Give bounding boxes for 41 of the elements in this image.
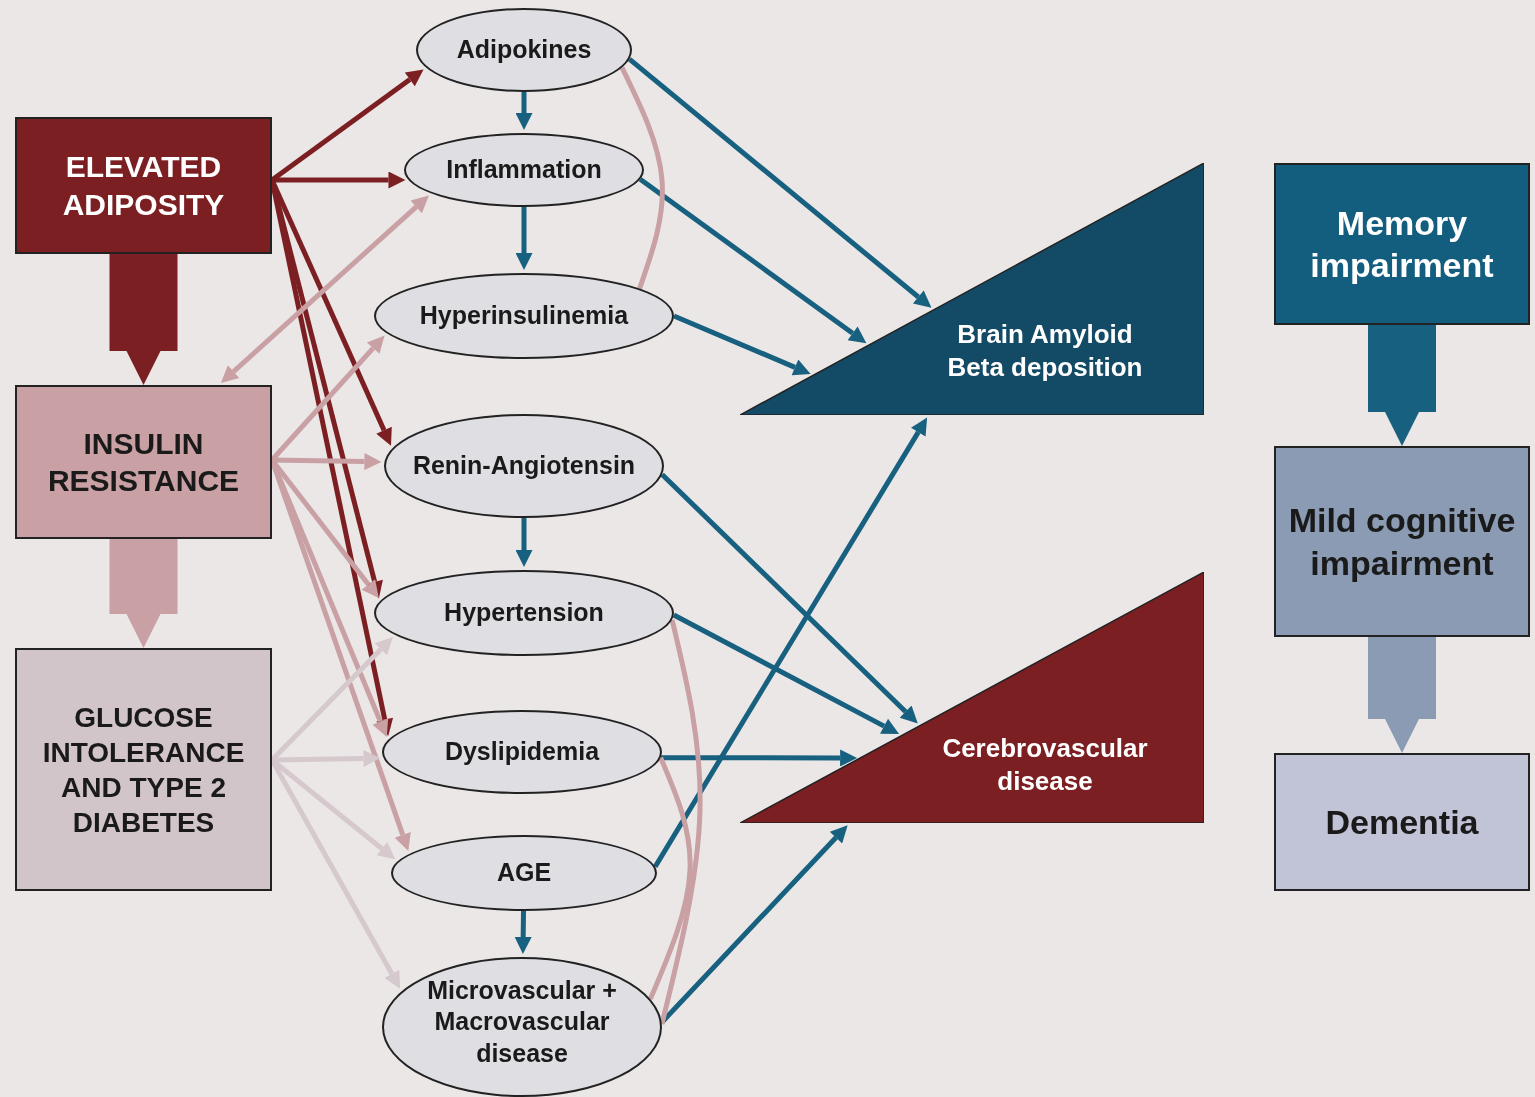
- arrow: [660, 472, 918, 724]
- arrow: [515, 92, 533, 130]
- stage-box: [1274, 163, 1530, 325]
- stage-box: [1274, 753, 1530, 891]
- node-label: Microvascular + Macrovascular disease: [426, 975, 618, 1069]
- arrow: [672, 612, 900, 735]
- node-label: Mild cognitive impairment: [1287, 500, 1517, 584]
- block-arrow: [1368, 325, 1436, 446]
- node-label: Inflammation: [446, 154, 602, 186]
- node-label: Cerebrovascular disease: [941, 732, 1149, 797]
- block-arrow: [109, 539, 178, 648]
- node-label: Memory impairment: [1309, 202, 1495, 286]
- factor-box: [15, 385, 272, 539]
- block-arrow: [1368, 637, 1436, 753]
- node-label: Dementia: [1325, 801, 1479, 843]
- node-label: Dyslipidemia: [444, 736, 600, 768]
- curved-line: [648, 756, 693, 1000]
- arrow: [673, 313, 811, 376]
- node-label: Renin-Angiotensin: [412, 450, 636, 482]
- node-label: Adipokines: [456, 34, 592, 66]
- stage-box: [1274, 446, 1530, 637]
- factor-box: [15, 648, 272, 891]
- arrow: [272, 171, 406, 189]
- arrow: [515, 207, 533, 270]
- arrow: [514, 910, 532, 954]
- node-label: AGE: [496, 857, 552, 889]
- node-label: Hyperinsulinemia: [419, 300, 629, 332]
- node-label: ELEVATED ADIPOSITY: [61, 149, 226, 223]
- curved-line: [619, 66, 665, 290]
- arrow: [638, 177, 867, 344]
- node-label: GLUCOSE INTOLERANCE AND TYPE 2 DIABETES: [41, 700, 246, 840]
- curved-line: [659, 619, 703, 1025]
- node-label: INSULIN RESISTANCE: [46, 425, 241, 499]
- node-label: Hypertension: [444, 597, 604, 629]
- factor-box: [15, 117, 272, 254]
- block-arrow: [109, 254, 178, 385]
- arrow: [653, 417, 928, 868]
- arrow: [515, 518, 533, 567]
- arrow: [660, 749, 858, 767]
- node-label: Brain Amyloid Beta deposition: [946, 318, 1144, 383]
- arrow: [220, 195, 429, 383]
